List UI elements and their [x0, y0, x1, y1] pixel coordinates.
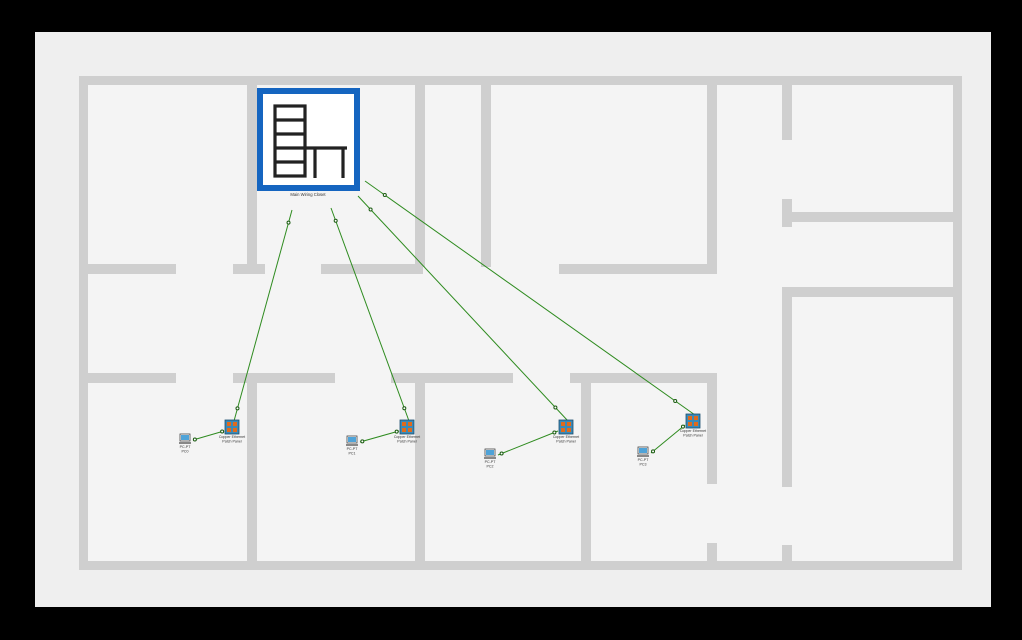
device-label: PC-PT: [638, 458, 650, 462]
switch-icon: [399, 419, 415, 435]
link-port-dot: [553, 405, 558, 410]
device-label: PC1: [349, 452, 356, 456]
link-port-dot: [499, 451, 504, 456]
building-interior: [88, 85, 953, 561]
link-port-dot: [360, 439, 365, 444]
device-label: Patch Panel: [556, 440, 576, 444]
device-label: Copper Ethernet: [680, 429, 706, 433]
device-label: Patch Panel: [683, 434, 703, 438]
link-port-dot: [402, 406, 407, 411]
device-label: PC-PT: [485, 460, 497, 464]
device-label: PC2: [487, 465, 494, 469]
switch-icon: [224, 419, 240, 435]
connections-layer: [192, 180, 696, 456]
connection-link[interactable]: [359, 429, 400, 444]
rack-and-desk-icon: [273, 104, 347, 178]
switch-icon: [558, 419, 574, 435]
device-label: PC0: [182, 450, 189, 454]
link-port-dot: [368, 207, 373, 212]
link-port-dot: [192, 437, 197, 442]
connection-link[interactable]: [650, 424, 686, 454]
device-label: Patch Panel: [222, 440, 242, 444]
pc-icon: [179, 433, 191, 444]
connection-link[interactable]: [497, 430, 559, 456]
device-label: PC-PT: [347, 447, 359, 451]
connection-link[interactable]: [364, 180, 696, 416]
link-port-dot: [333, 218, 338, 223]
connection-link[interactable]: [233, 209, 293, 422]
device-label: Copper Ethernet: [553, 435, 579, 439]
link-port-dot: [382, 193, 387, 198]
link-port-dot: [286, 220, 291, 225]
link-port-dot: [673, 398, 678, 403]
connection-link[interactable]: [192, 429, 225, 442]
link-port-dot: [552, 430, 557, 435]
device-label: Patch Panel: [397, 440, 417, 444]
pc-icon: [484, 448, 496, 459]
wiring-closet-label: Main Wiring Closet: [290, 192, 326, 197]
link-port-dot: [394, 429, 399, 434]
switch-icon: [685, 413, 701, 429]
device-label: PC-PT: [180, 445, 192, 449]
link-port-dot: [220, 429, 225, 434]
device-label: Copper Ethernet: [394, 435, 420, 439]
wiring-closet[interactable]: Main Wiring Closet: [257, 88, 360, 197]
connection-link[interactable]: [330, 207, 410, 422]
link-port-dot: [680, 424, 685, 429]
device-label: PC3: [640, 463, 647, 467]
device-label: Copper Ethernet: [219, 435, 245, 439]
connection-link[interactable]: [357, 195, 569, 422]
pc-icon: [346, 435, 358, 446]
link-port-dot: [651, 449, 656, 454]
link-port-dot: [235, 406, 240, 411]
pc-icon: [637, 446, 649, 457]
